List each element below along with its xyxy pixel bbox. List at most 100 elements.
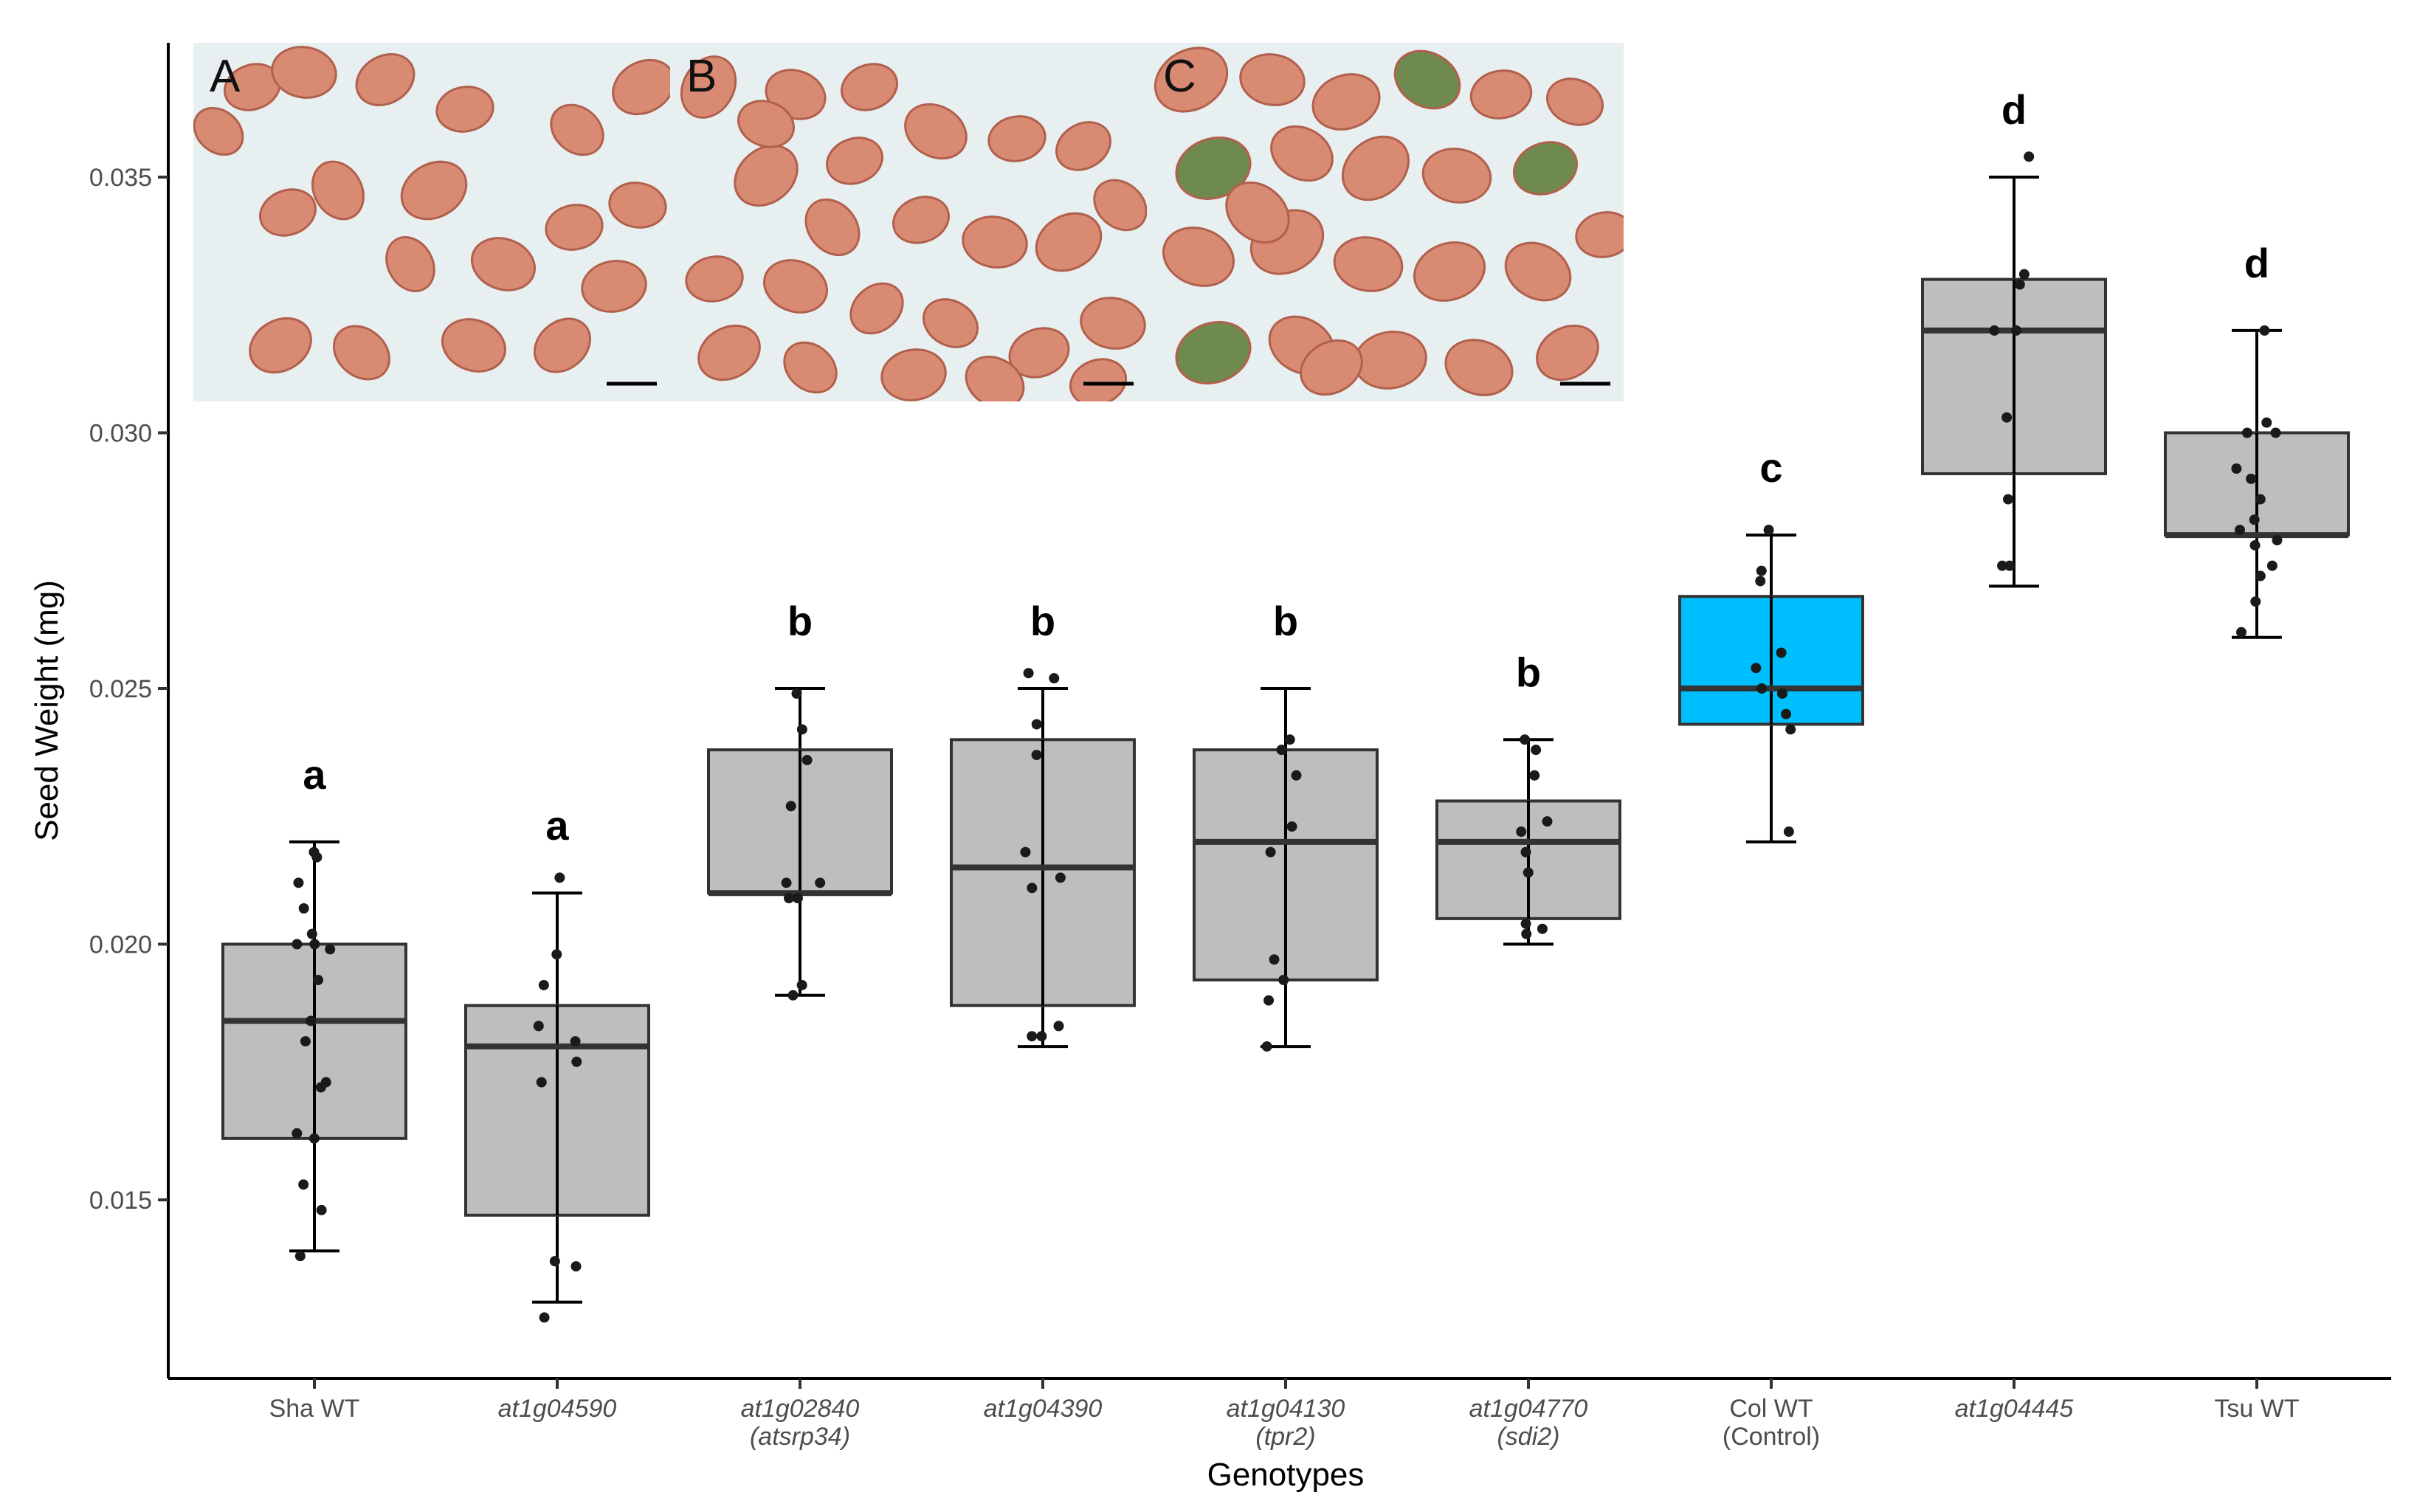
seed-image: [783, 341, 838, 394]
data-point: [292, 1128, 303, 1139]
data-point: [1055, 872, 1066, 883]
data-point: [1286, 821, 1297, 832]
data-point: [2001, 412, 2013, 423]
x-tick-label: Tsu WT: [2214, 1395, 2299, 1423]
box-group: a: [464, 802, 650, 1323]
data-point: [1261, 1041, 1272, 1052]
y-tick-label: 0.015: [89, 1187, 152, 1215]
data-point: [2272, 535, 2283, 546]
seed-image: [680, 55, 737, 119]
seed-image: [1055, 121, 1111, 171]
x-tick-label: Col WT: [1729, 1395, 1813, 1423]
data-point: [2261, 417, 2272, 428]
data-point: [1756, 683, 1768, 694]
data-point: [309, 939, 320, 950]
seed-image: [1536, 324, 1599, 382]
seed-image: [1162, 227, 1235, 287]
data-point: [791, 688, 802, 699]
x-axis-title: Genotypes: [1207, 1457, 1365, 1493]
data-point: [1756, 565, 1767, 576]
data-point: [796, 979, 807, 990]
seed-image: [892, 196, 951, 244]
seed-image: [435, 86, 494, 133]
seed-image: [685, 255, 744, 303]
data-point: [1031, 719, 1042, 730]
significance-letter: b: [1516, 649, 1541, 695]
data-point: [1023, 668, 1034, 679]
seed-cluster: [1154, 46, 1624, 396]
data-point: [815, 877, 826, 888]
box-group: b: [707, 598, 893, 1001]
data-point: [551, 949, 562, 960]
data-point: [1020, 846, 1031, 857]
seed-image: [581, 260, 647, 313]
x-tick-label: (Control): [1723, 1423, 1820, 1451]
data-point: [298, 902, 309, 914]
data-point: [1027, 1031, 1038, 1042]
data-point: [1531, 745, 1542, 756]
significance-letter: c: [1759, 444, 1782, 491]
seed-image: [1469, 69, 1533, 120]
seed-image: [470, 237, 537, 291]
seed-image: [1154, 46, 1229, 113]
panel-label: A: [210, 51, 241, 102]
data-point: [784, 893, 795, 904]
seed-image: [249, 317, 312, 374]
data-point: [313, 975, 324, 986]
data-point: [1783, 826, 1794, 838]
inset-panel: C: [1147, 43, 1624, 401]
data-point: [538, 979, 549, 990]
seed-image: [1421, 148, 1492, 204]
seed-image: [1008, 327, 1070, 379]
box-group: c: [1678, 444, 1864, 843]
data-point: [1785, 724, 1796, 735]
data-point: [1763, 525, 1774, 536]
data-point: [2003, 494, 2014, 505]
data-point: [316, 1204, 327, 1215]
data-point: [536, 1077, 547, 1088]
seed-image: [258, 188, 317, 237]
data-point: [792, 893, 803, 904]
seed-image: [880, 348, 947, 401]
data-point: [308, 1133, 320, 1144]
data-point: [1781, 708, 1792, 719]
data-point: [2255, 494, 2266, 505]
data-point: [293, 877, 304, 888]
data-point: [2249, 514, 2260, 525]
seed-image: [1311, 73, 1381, 131]
data-point: [1542, 816, 1553, 827]
significance-letter: b: [787, 598, 813, 644]
data-point: [781, 877, 792, 888]
seed-image: [1239, 53, 1306, 106]
significance-letter: b: [1273, 598, 1298, 644]
data-point: [300, 1036, 311, 1047]
seed-image: [1341, 135, 1410, 201]
data-point: [1523, 867, 1534, 878]
data-point: [1027, 883, 1038, 894]
significance-letter: d: [2244, 240, 2269, 286]
data-point: [1520, 918, 1531, 929]
data-point: [2024, 151, 2035, 162]
x-tick-label: at1g04590: [498, 1395, 617, 1423]
seed-image: [737, 100, 796, 148]
seed-image: [849, 282, 904, 335]
box-group: d: [2164, 240, 2350, 639]
data-point: [1265, 846, 1276, 857]
data-point: [1520, 734, 1531, 745]
panel-label: B: [686, 51, 717, 102]
data-point: [306, 928, 317, 939]
data-point: [785, 801, 796, 812]
data-point: [2235, 525, 2246, 536]
data-point: [292, 939, 303, 950]
seed-image: [987, 115, 1046, 162]
seed-image: [441, 318, 507, 373]
data-point: [2011, 325, 2022, 336]
data-point: [1284, 734, 1295, 745]
data-point: [1755, 576, 1766, 587]
seed-image: [545, 204, 604, 251]
x-tick-label: (sdi2): [1497, 1423, 1559, 1451]
box-group: b: [950, 598, 1136, 1049]
data-point: [570, 1036, 581, 1047]
data-point: [1997, 560, 2008, 571]
axes: Genotypes Seed Weight (mg) 0.0150.0200.0…: [29, 43, 2391, 1493]
